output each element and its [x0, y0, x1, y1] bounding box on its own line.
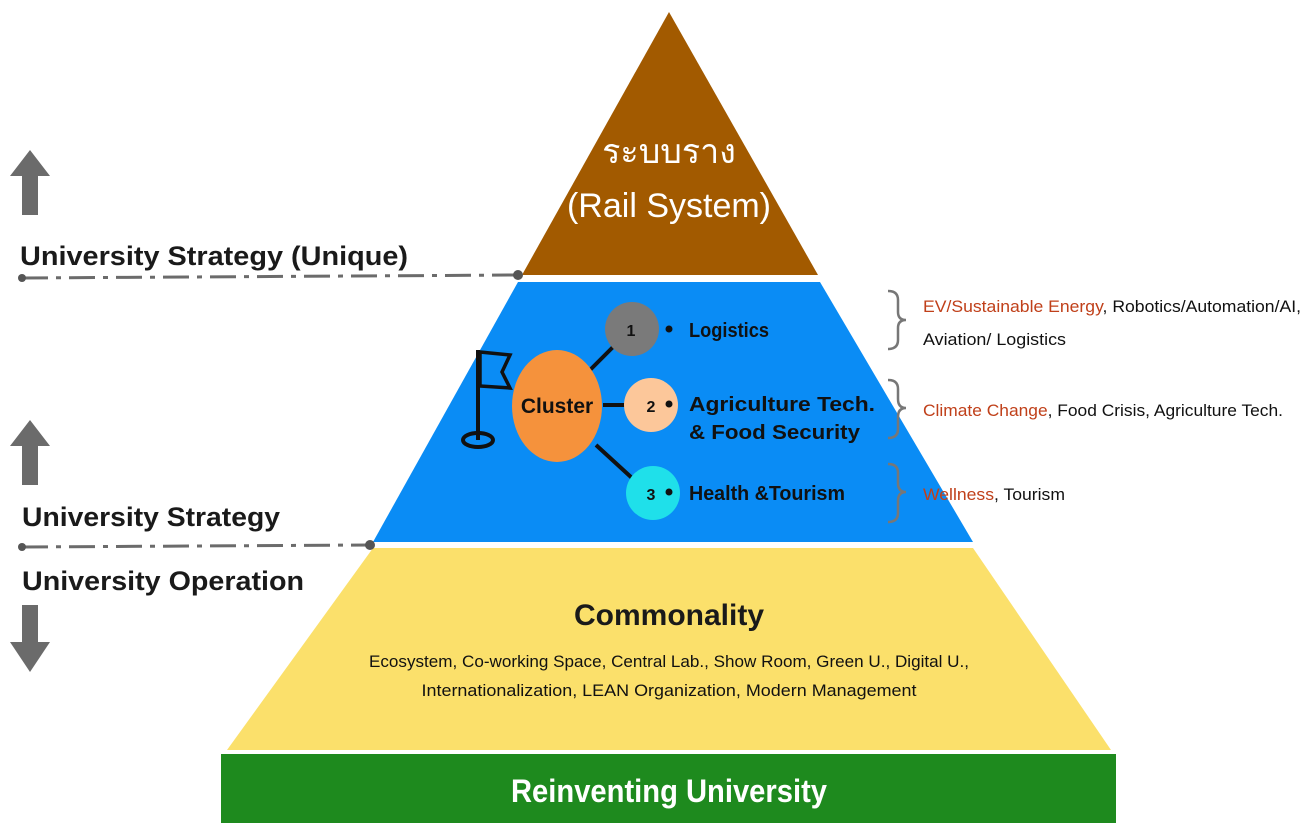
label-operation: University Operation [22, 566, 304, 596]
item-1-number: 1 [627, 323, 636, 340]
up-arrow-middle [10, 420, 50, 485]
item-3-label: Health &Tourism [689, 483, 845, 505]
brace-2 [887, 378, 907, 440]
down-arrow-bottom [10, 605, 50, 672]
divider-line-middle [21, 543, 371, 549]
item-1-bullet [665, 325, 673, 333]
flag-icon [461, 350, 513, 449]
item-2-bullet [665, 400, 673, 408]
annotation-1-line-1: EV/Sustainable Energy, Robotics/Automati… [923, 298, 1301, 316]
divider-dot-middle-left [18, 543, 26, 551]
annotation-1-highlight: EV/Sustainable Energy [923, 298, 1105, 316]
divider-dot-top-left [18, 274, 26, 282]
label-strategy-unique: University Strategy (Unique) [20, 241, 408, 271]
annotation-2-rest: , Food Crisis, Agriculture Tech. [1048, 402, 1283, 420]
divider-dot-middle-right [365, 540, 375, 550]
annotation-3-highlight: Wellness [923, 486, 994, 504]
brace-1 [887, 289, 907, 351]
cluster-connectors [586, 344, 634, 480]
item-2-label-line-1: Agriculture Tech. [689, 394, 875, 416]
top-tier-title-thai: ระบบราง [602, 133, 736, 171]
annotation-1-line-2: Aviation/ Logistics [923, 331, 1066, 349]
bottom-tier-description-line-2: Internationalization, LEAN Organization,… [422, 682, 917, 700]
item-1-label: Logistics [689, 320, 769, 342]
item-3-bullet [665, 488, 673, 496]
label-strategy: University Strategy [22, 502, 280, 532]
annotation-1-rest: , Robotics/Automation/AI, [1103, 298, 1301, 316]
divider-dot-top-right [513, 270, 523, 280]
item-2-label-line-2: & Food Security [689, 422, 861, 444]
brace-3 [887, 462, 907, 524]
top-tier [522, 12, 818, 275]
bottom-tier [227, 548, 1111, 750]
item-3-circle [626, 466, 680, 520]
up-arrow-top [10, 150, 50, 215]
base-bar [221, 754, 1116, 823]
divider-line-top [21, 273, 519, 280]
cluster-label: Cluster [521, 395, 593, 418]
item-2-circle [624, 378, 678, 432]
annotation-2: Climate Change, Food Crisis, Agriculture… [923, 402, 1283, 420]
base-label: Reinventing University [511, 773, 827, 809]
bottom-tier-title: Commonality [574, 599, 764, 632]
cluster-circle [512, 350, 602, 462]
bottom-tier-description-line-1: Ecosystem, Co-working Space, Central Lab… [369, 653, 969, 671]
annotation-2-highlight: Climate Change [923, 402, 1048, 420]
annotation-3-rest: , Tourism [994, 486, 1065, 504]
item-3-number: 3 [647, 487, 656, 504]
top-tier-title-en: (Rail System) [567, 187, 771, 225]
item-2-number: 2 [647, 399, 656, 416]
item-1-circle [605, 302, 659, 356]
annotation-3: Wellness, Tourism [923, 486, 1065, 504]
